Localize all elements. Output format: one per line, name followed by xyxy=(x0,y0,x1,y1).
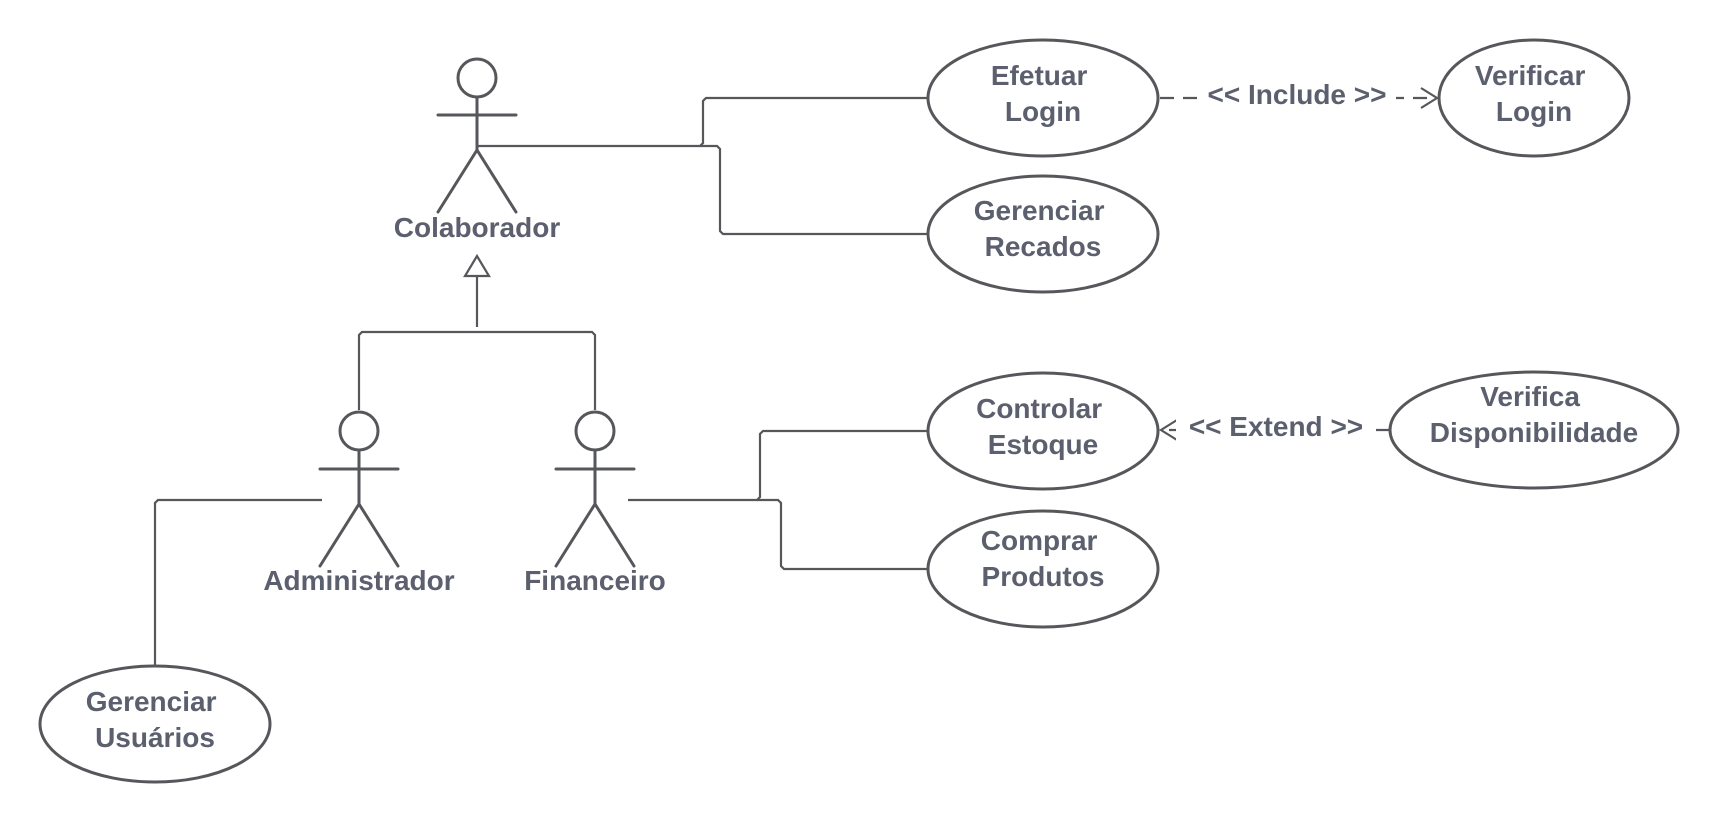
use-case-label-line-2: Login xyxy=(1496,96,1572,127)
use-case-efetuar-login[interactable]: Efetuar Login xyxy=(926,38,1160,158)
use-case-verificar-login[interactable]: Verificar Login xyxy=(1437,38,1631,158)
actor-label: Administrador xyxy=(263,565,454,596)
use-case-controlar-estoque[interactable]: Controlar Estoque xyxy=(926,371,1160,491)
actor-label: Financeiro xyxy=(524,565,666,596)
use-case-label: Verifica Disponibilidade xyxy=(1430,381,1638,448)
actor-financeiro[interactable]: Financeiro xyxy=(524,410,666,596)
assoc-administrador-gerenciar-usuarios xyxy=(153,498,322,666)
extend-arrowhead xyxy=(1158,419,1178,441)
generalization-arrow xyxy=(463,253,491,278)
use-case-label-line-2: Disponibilidade xyxy=(1430,417,1638,448)
use-case-shape xyxy=(1437,38,1631,158)
actor-label: Colaborador xyxy=(394,212,561,243)
use-case-shape xyxy=(1388,370,1680,490)
use-case-label-line-1: Comprar xyxy=(981,525,1098,556)
use-case-label-line-2: Recados xyxy=(985,231,1102,262)
actor-colaborador[interactable]: Colaborador xyxy=(394,57,561,243)
use-case-label-line-2: Login xyxy=(1005,96,1081,127)
use-case-shape xyxy=(926,174,1160,294)
use-case-label: Gerenciar Usuários xyxy=(86,686,225,753)
use-case-label-line-1: Verificar xyxy=(1475,60,1586,91)
include-label: << Include >> xyxy=(1208,79,1387,110)
use-case-gerenciar-recados[interactable]: Gerenciar Recados xyxy=(926,174,1160,294)
include-label-bg xyxy=(1198,78,1396,112)
assoc-financeiro-comprar-produtos xyxy=(757,498,928,571)
use-case-label: Comprar Produtos xyxy=(981,525,1105,592)
include-arrowhead xyxy=(1420,87,1440,109)
use-case-label-line-1: Efetuar xyxy=(991,60,1088,91)
assoc-colaborador-gerenciar-recados xyxy=(700,144,928,236)
actor-administrador[interactable]: Administrador xyxy=(263,410,455,596)
assoc-financeiro-controlar-estoque xyxy=(628,429,928,502)
use-case-label-line-2: Usuários xyxy=(95,722,215,753)
use-case-shape xyxy=(926,38,1160,158)
use-case-label: Efetuar Login xyxy=(991,60,1095,127)
use-case-label: Verificar Login xyxy=(1475,60,1593,127)
assoc-colaborador-efetuar-login xyxy=(478,96,928,148)
stick-figure-icon xyxy=(554,410,636,568)
use-case-shape xyxy=(926,509,1160,629)
relation-labels: << Include >> << Extend >> xyxy=(1176,78,1396,444)
use-case-label-line-1: Gerenciar xyxy=(974,195,1105,226)
use-case-comprar-produtos[interactable]: Comprar Produtos xyxy=(926,509,1160,629)
use-case-label: Controlar Estoque xyxy=(976,393,1110,460)
use-case-shape xyxy=(926,371,1160,491)
stick-figure-icon xyxy=(436,57,518,214)
use-case-label-line-2: Produtos xyxy=(982,561,1105,592)
extend-label: << Extend >> xyxy=(1189,411,1363,442)
use-case-gerenciar-usuarios[interactable]: Gerenciar Usuários xyxy=(38,664,272,784)
use-case-label: Gerenciar Recados xyxy=(974,195,1113,262)
use-case-label-line-1: Verifica xyxy=(1480,381,1580,412)
generalization-line xyxy=(357,274,597,410)
use-case-label-line-1: Controlar xyxy=(976,393,1102,424)
stick-figure-icon xyxy=(318,410,400,568)
use-case-label-line-2: Estoque xyxy=(988,429,1098,460)
use-case-verifica-disponibilidade[interactable]: Verifica Disponibilidade xyxy=(1388,370,1680,490)
extend-label-bg xyxy=(1176,410,1376,444)
use-case-shape xyxy=(38,664,272,784)
use-case-label-line-1: Gerenciar xyxy=(86,686,217,717)
